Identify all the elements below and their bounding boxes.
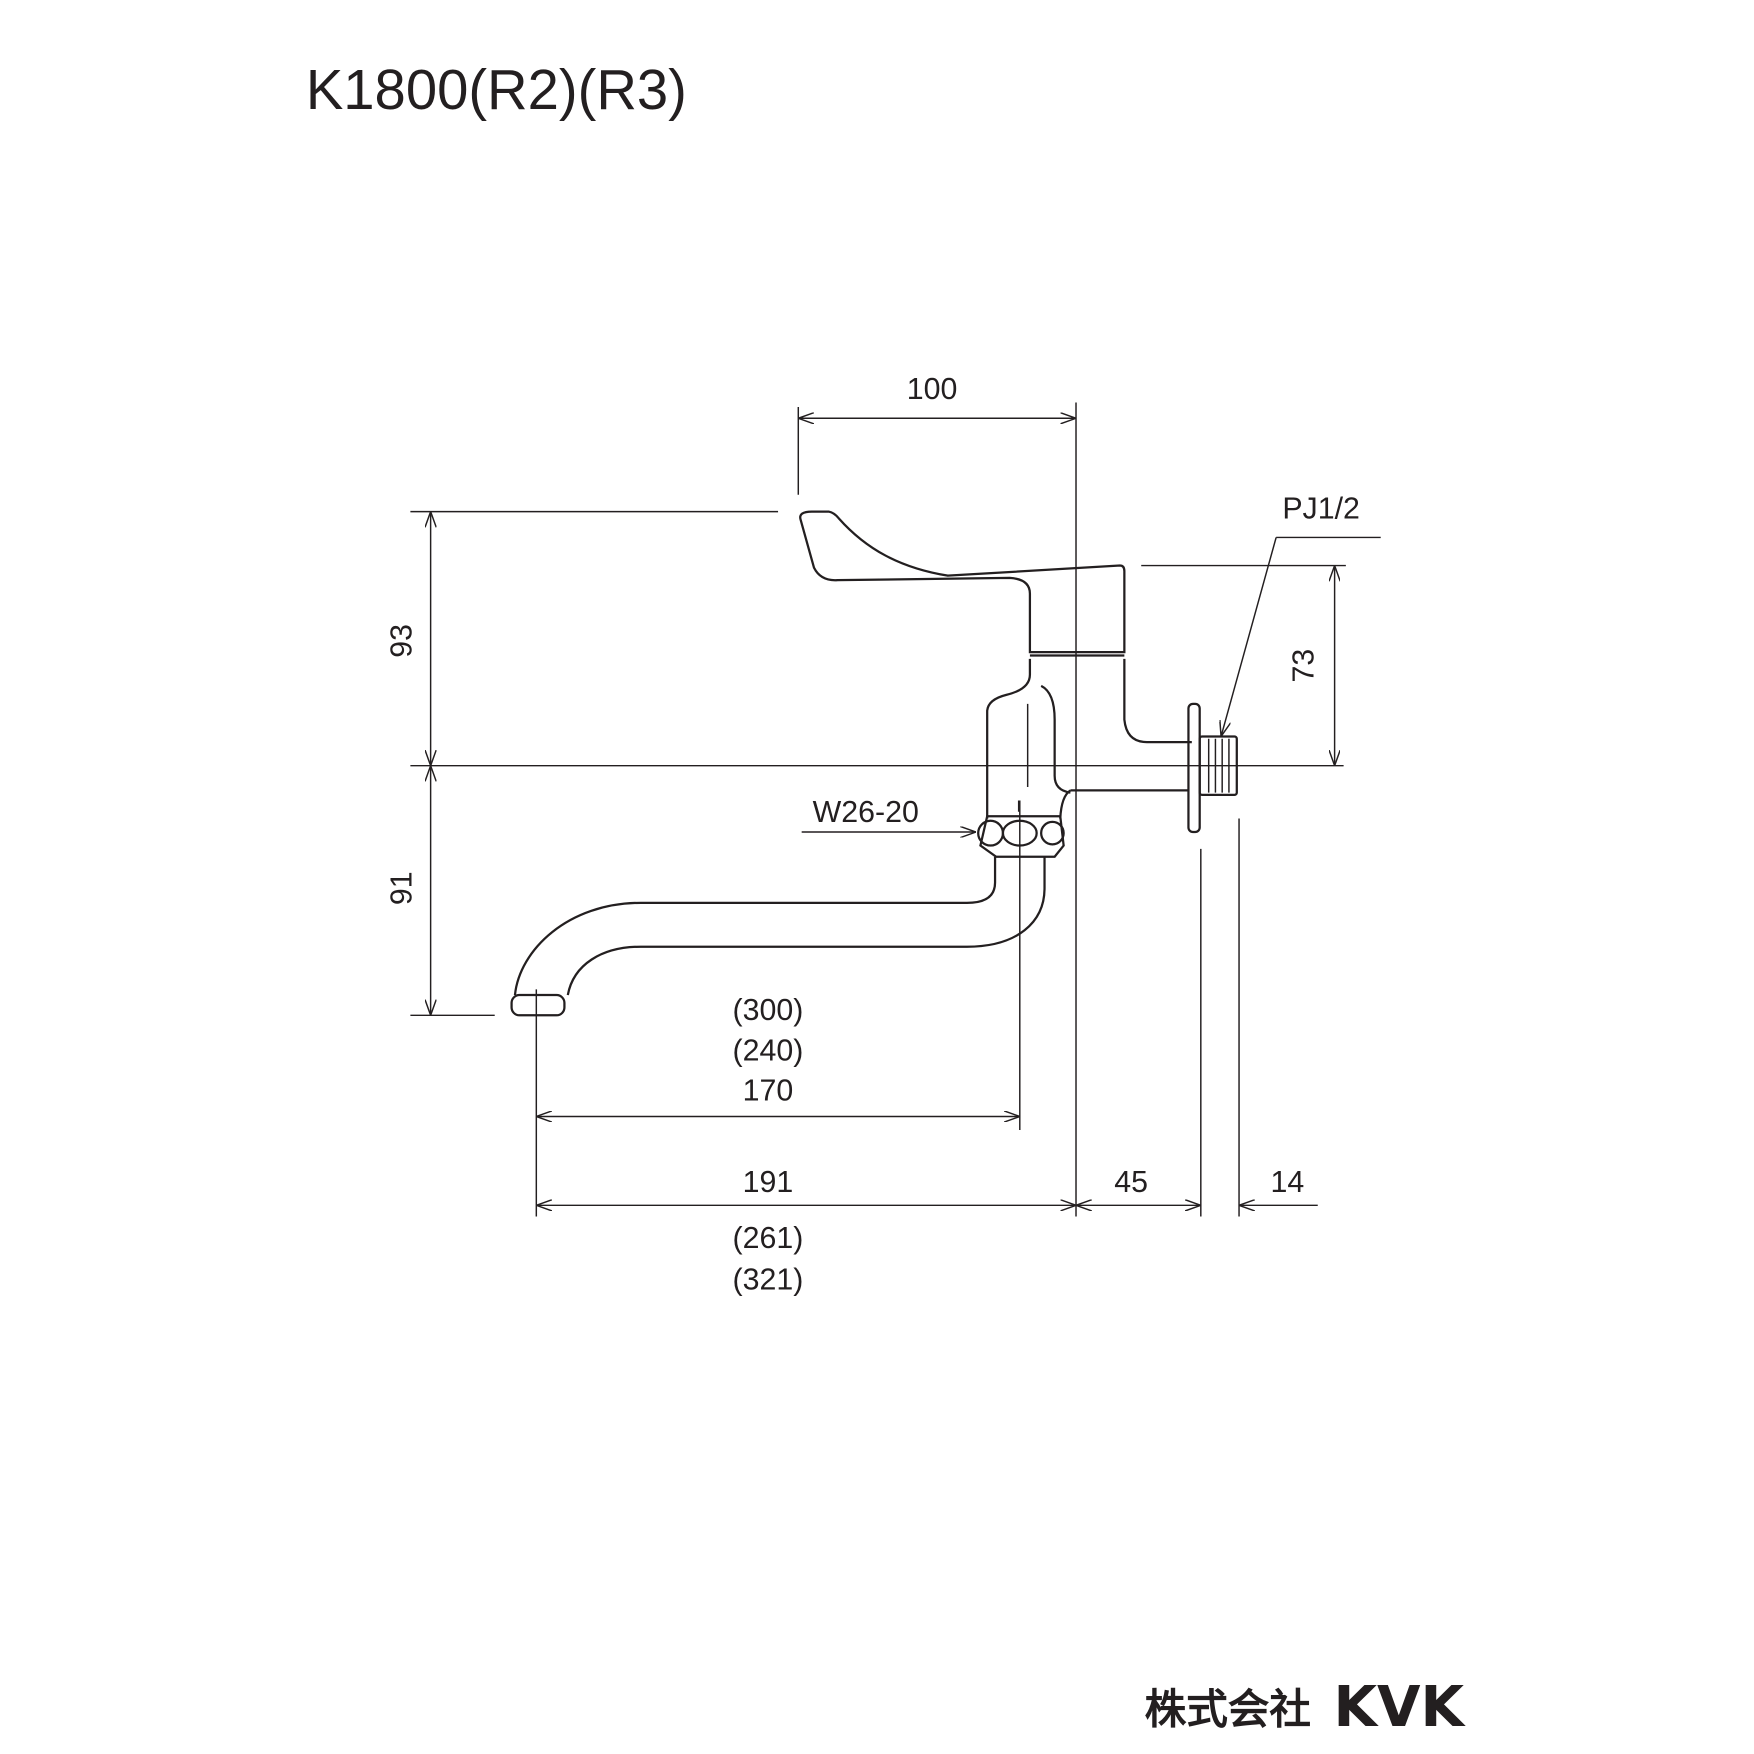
- nut-label: W26-20: [813, 796, 919, 829]
- dim-261: (261): [733, 1222, 804, 1255]
- logo-brand-text: KVK: [1333, 1675, 1466, 1740]
- union-nut: [977, 815, 1065, 858]
- dimension-lines: [410, 402, 1381, 1217]
- valve-body: [986, 658, 1032, 819]
- spout: [513, 856, 997, 996]
- kvk-logo: 株式会社 KVK: [1145, 1675, 1467, 1740]
- wall-flange: [1187, 702, 1201, 834]
- faucet-body: [510, 510, 1238, 1017]
- model-title: K1800(R2)(R3): [306, 58, 687, 121]
- dim-45: 45: [1114, 1166, 1148, 1199]
- dim-91: 91: [386, 871, 419, 905]
- dim-191: 191: [743, 1166, 794, 1199]
- dim-93: 93: [386, 624, 419, 658]
- dim-14: 14: [1271, 1166, 1305, 1199]
- lever-handle: [799, 510, 1126, 654]
- dim-100: 100: [907, 373, 958, 406]
- thread-label: PJ1/2: [1282, 492, 1360, 525]
- dim-321: (321): [733, 1264, 804, 1297]
- logo-company-text: 株式会社: [1145, 1685, 1311, 1734]
- dim-300: (300): [733, 994, 804, 1027]
- dim-170: 170: [743, 1075, 794, 1108]
- dim-73: 73: [1287, 649, 1320, 683]
- dim-240: (240): [733, 1034, 804, 1067]
